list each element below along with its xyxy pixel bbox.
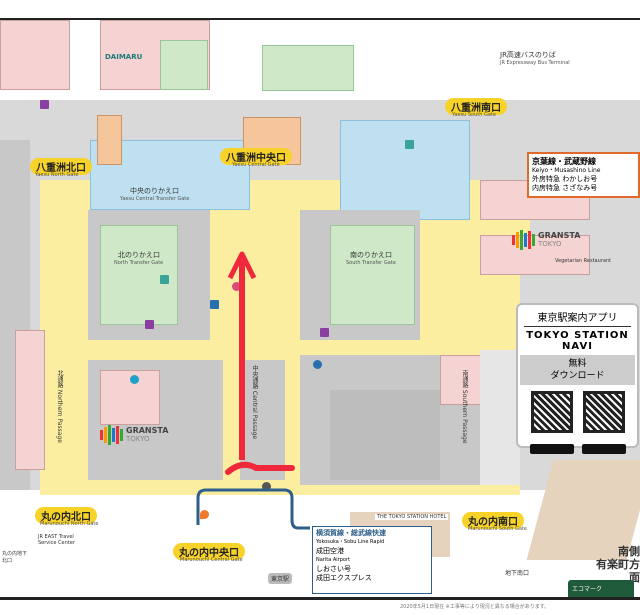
route-line1: しおさい号 [316,565,351,573]
route-arrow-head [227,251,257,280]
yurakucho-direction: 南側 有楽町方面 [588,545,640,584]
footer-note: 2020年5月1日現在 ※工事等により現況と異なる場合があります。 [400,604,550,610]
route-title: 横須賀線・総武線快速 [316,529,386,537]
qr-code-ios[interactable] [530,391,573,433]
transfer-gate-south-en: South Transfer Gate [346,260,396,266]
route-overlay [196,251,310,530]
app-free-label: 無料 [568,359,587,369]
tokyo-ramen-street [262,45,354,91]
gate-marunouchi-north-en: Marunouchi North Gate [40,521,99,527]
transfer-gate-south: 南のりかえ口 [350,251,392,259]
app-download-label: ダウンロード [550,371,605,381]
north-passage-label: 北通路 Northern Passage [56,370,63,443]
gate-marunouchi-south[interactable]: 丸の内南口 [462,512,524,529]
app-promo[interactable]: 東京駅案内アプリ TOKYO STATION NAVI 無料ダウンロード [516,303,639,454]
south-transfer-area-green [330,225,415,325]
toilet-icon [405,140,414,149]
keiyo-line1: 外房特急 わかしお号 [532,175,598,183]
bus-terminal-label: JR高速バスのりば [500,51,556,59]
route-line2: 成田エクスプレス [316,574,372,582]
route-dest: 成田空港 [316,547,344,555]
transfer-gate-north: 北のりかえ口 [118,251,160,259]
tokyo-station-dome-label: 東京駅 [268,573,293,584]
gate-marunouchi-south-en: Marunouchi South Gate [468,526,527,532]
shop [97,115,122,165]
route-dest-en: Narita Airport [316,557,350,563]
station-map: DAIMARU JR高速バスのりば JR Expressway Bus Term… [0,18,640,600]
eco-badge-text: エコマーク [572,586,603,593]
yokosuka-sobu-line-sign: 横須賀線・総武線快速 Yokosuka・Sobu Line Rapid 成田空港… [312,526,432,594]
app-promo-title: 東京駅案内アプリ [524,305,631,327]
gransta-text: GRANSTA [126,426,169,435]
shop [15,330,45,470]
shop [480,235,590,275]
qr-code-android[interactable] [582,391,625,433]
gate-yaesu-south[interactable]: 八重洲南口 [445,98,507,115]
transfer-gate-central: 中央のりかえ口 [130,187,179,195]
elevator-icon [40,100,49,109]
toilet-icon [160,275,169,284]
transfer-path-line [196,488,310,530]
gate-yaesu-north-en: Yaesu North Gate [35,172,79,178]
gate-marunouchi-central[interactable]: 丸の内中央口 [173,543,245,560]
keiyo-line2: 内房特急 さざなみ号 [532,184,598,192]
south-passage-label: 南通路 Southern Passage [461,370,468,444]
hall [480,350,520,485]
transfer-gate-north-en: North Transfer Gate [114,260,164,266]
info-point-icon [262,482,271,491]
gate-marunouchi-north[interactable]: 丸の内北口 [35,507,97,524]
locker-icon [210,300,219,309]
direction-line2: 有楽町方面 [596,558,640,584]
shop-block [240,360,285,480]
meeting-point-icon [232,282,241,291]
info-area [160,40,208,90]
building [0,20,70,90]
gransta-sub-text: TOKYO [538,240,562,248]
hotel-label: THE TOKYO STATION HOTEL [375,514,449,520]
gransta-sub-text: TOKYO [126,435,150,443]
eco-badge: エコマーク [568,580,634,597]
central-passage-label: 中央通路 Central Passage [251,365,258,440]
south-transfer-area [340,120,470,220]
underground-south-label: 地下南口 [505,570,530,577]
gate-yaesu-south-en: Yaesu South Gate [452,112,496,118]
gate-yaesu-central-en: Yaesu Central Gate [232,162,280,168]
bus-terminal-label-en: JR Expressway Bus Terminal [500,60,570,66]
elevator-icon [145,320,154,329]
gransta-text: GRANSTA [538,231,581,240]
marunouchi-underground-north-label: 丸の内地下北口 [2,551,28,564]
location-pin-icon [200,510,209,519]
direction-line1: 南側 [618,545,640,558]
app-store-badge[interactable] [529,444,574,454]
platform-block [330,390,440,480]
transfer-gate-central-en: Yaesu Central Transfer Gate [120,196,190,202]
restaurant-label: Vegetarian Restaurant [555,258,612,264]
keiyo-title: 京葉線・武蔵野線 [532,157,596,166]
route-arrow-base [225,461,295,475]
search-icon [313,360,322,369]
keiyo-line-sign: 京葉線・武蔵野線 Keiyo・Musashino Line 外房特急 わかしお号… [527,152,640,198]
app-name: TOKYO STATION NAVI [526,330,629,352]
gate-yaesu-central[interactable]: 八重洲中央口 [220,148,292,165]
jr-east-travel-label: JR EAST Travel Service Center [38,534,75,546]
google-play-badge[interactable] [581,444,626,454]
gate-marunouchi-central-en: Marunouchi Central Gate [180,557,243,563]
elevator-icon [320,328,329,337]
gate-yaesu-north[interactable]: 八重洲北口 [30,158,92,175]
daimaru-label: DAIMARU [105,53,143,61]
keiyo-title-en: Keiyo・Musashino Line [532,167,601,174]
info-icon [130,375,139,384]
route-title-en: Yokosuka・Sobu Line Rapid [316,539,385,545]
